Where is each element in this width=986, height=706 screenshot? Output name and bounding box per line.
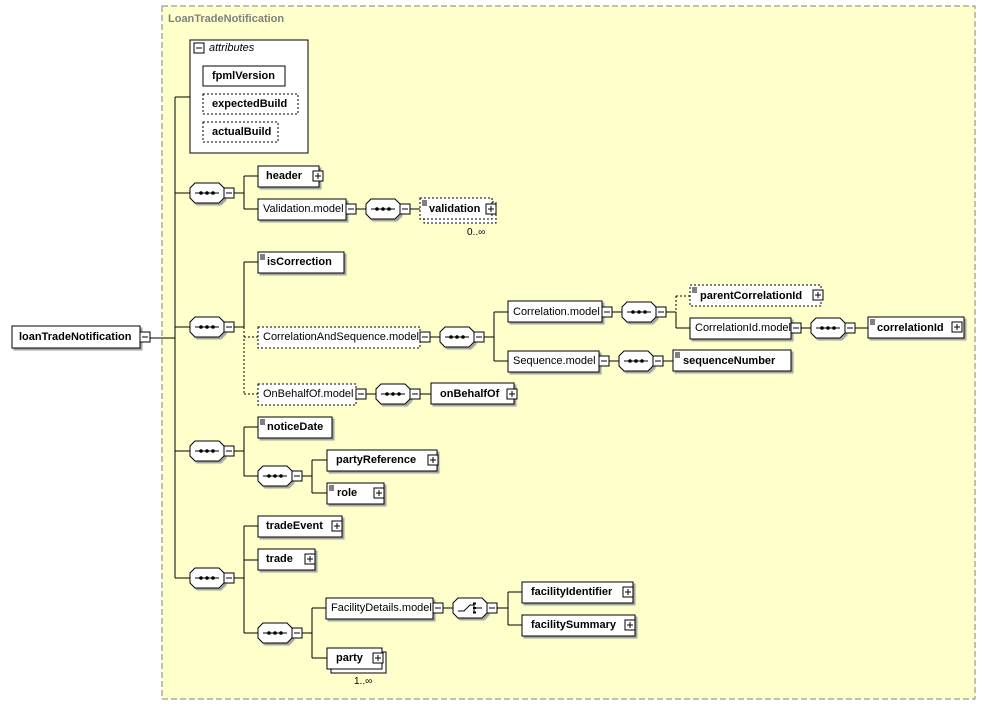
element-header[interactable]: header bbox=[266, 170, 303, 182]
element-parentCorrelationId[interactable]: parentCorrelationId bbox=[700, 290, 803, 302]
group-correlation-and-sequence-model[interactable]: CorrelationAndSequence.model bbox=[263, 331, 419, 343]
element-party[interactable]: party bbox=[336, 652, 363, 664]
element-correlationId[interactable]: correlationId bbox=[877, 322, 944, 334]
element-isCorrection[interactable]: isCorrection bbox=[267, 256, 332, 268]
collapse-icons bbox=[139, 42, 802, 614]
group-sequence-model[interactable]: Sequence.model bbox=[513, 355, 596, 367]
choice-compositor bbox=[452, 597, 498, 619]
connectors bbox=[150, 96, 868, 659]
element-facilityIdentifier[interactable]: facilityIdentifier bbox=[531, 586, 613, 598]
element-validation[interactable]: validation bbox=[429, 203, 481, 215]
element-boxes bbox=[11, 65, 965, 674]
container-title: LoanTradeNotification bbox=[168, 13, 285, 25]
element-tradeEvent[interactable]: tradeEvent bbox=[266, 520, 323, 532]
sequence-compositors bbox=[189, 182, 856, 644]
element-facilitySummary[interactable]: facilitySummary bbox=[531, 619, 616, 631]
party-cardinality: 1..∞ bbox=[354, 676, 373, 687]
expand-icons bbox=[304, 170, 963, 664]
attr-expectedBuild: expectedBuild bbox=[212, 98, 288, 110]
element-onBehalfOf[interactable]: onBehalfOf bbox=[440, 388, 500, 400]
element-trade[interactable]: trade bbox=[266, 553, 293, 565]
group-correlation-model[interactable]: Correlation.model bbox=[513, 306, 600, 318]
attr-fpmlVersion: fpmlVersion bbox=[212, 70, 275, 82]
element-role[interactable]: role bbox=[337, 487, 358, 499]
attributes-label: attributes bbox=[209, 42, 255, 54]
root-element[interactable]: loanTradeNotification bbox=[19, 331, 132, 343]
element-noticeDate[interactable]: noticeDate bbox=[267, 421, 324, 433]
group-correlationId-model[interactable]: CorrelationId.model bbox=[695, 322, 791, 334]
group-onBehalfOf-model[interactable]: OnBehalfOf.model bbox=[263, 388, 354, 400]
element-sequenceNumber[interactable]: sequenceNumber bbox=[683, 355, 776, 367]
validation-cardinality: 0..∞ bbox=[467, 227, 486, 238]
optional-connectors bbox=[243, 295, 690, 395]
simple-content-glyphs bbox=[260, 200, 875, 491]
element-partyReference[interactable]: partyReference bbox=[336, 454, 417, 466]
attr-actualBuild: actualBuild bbox=[212, 126, 272, 138]
group-facilityDetails-model[interactable]: FacilityDetails.model bbox=[331, 602, 432, 614]
group-validation-model[interactable]: Validation.model bbox=[263, 203, 344, 215]
